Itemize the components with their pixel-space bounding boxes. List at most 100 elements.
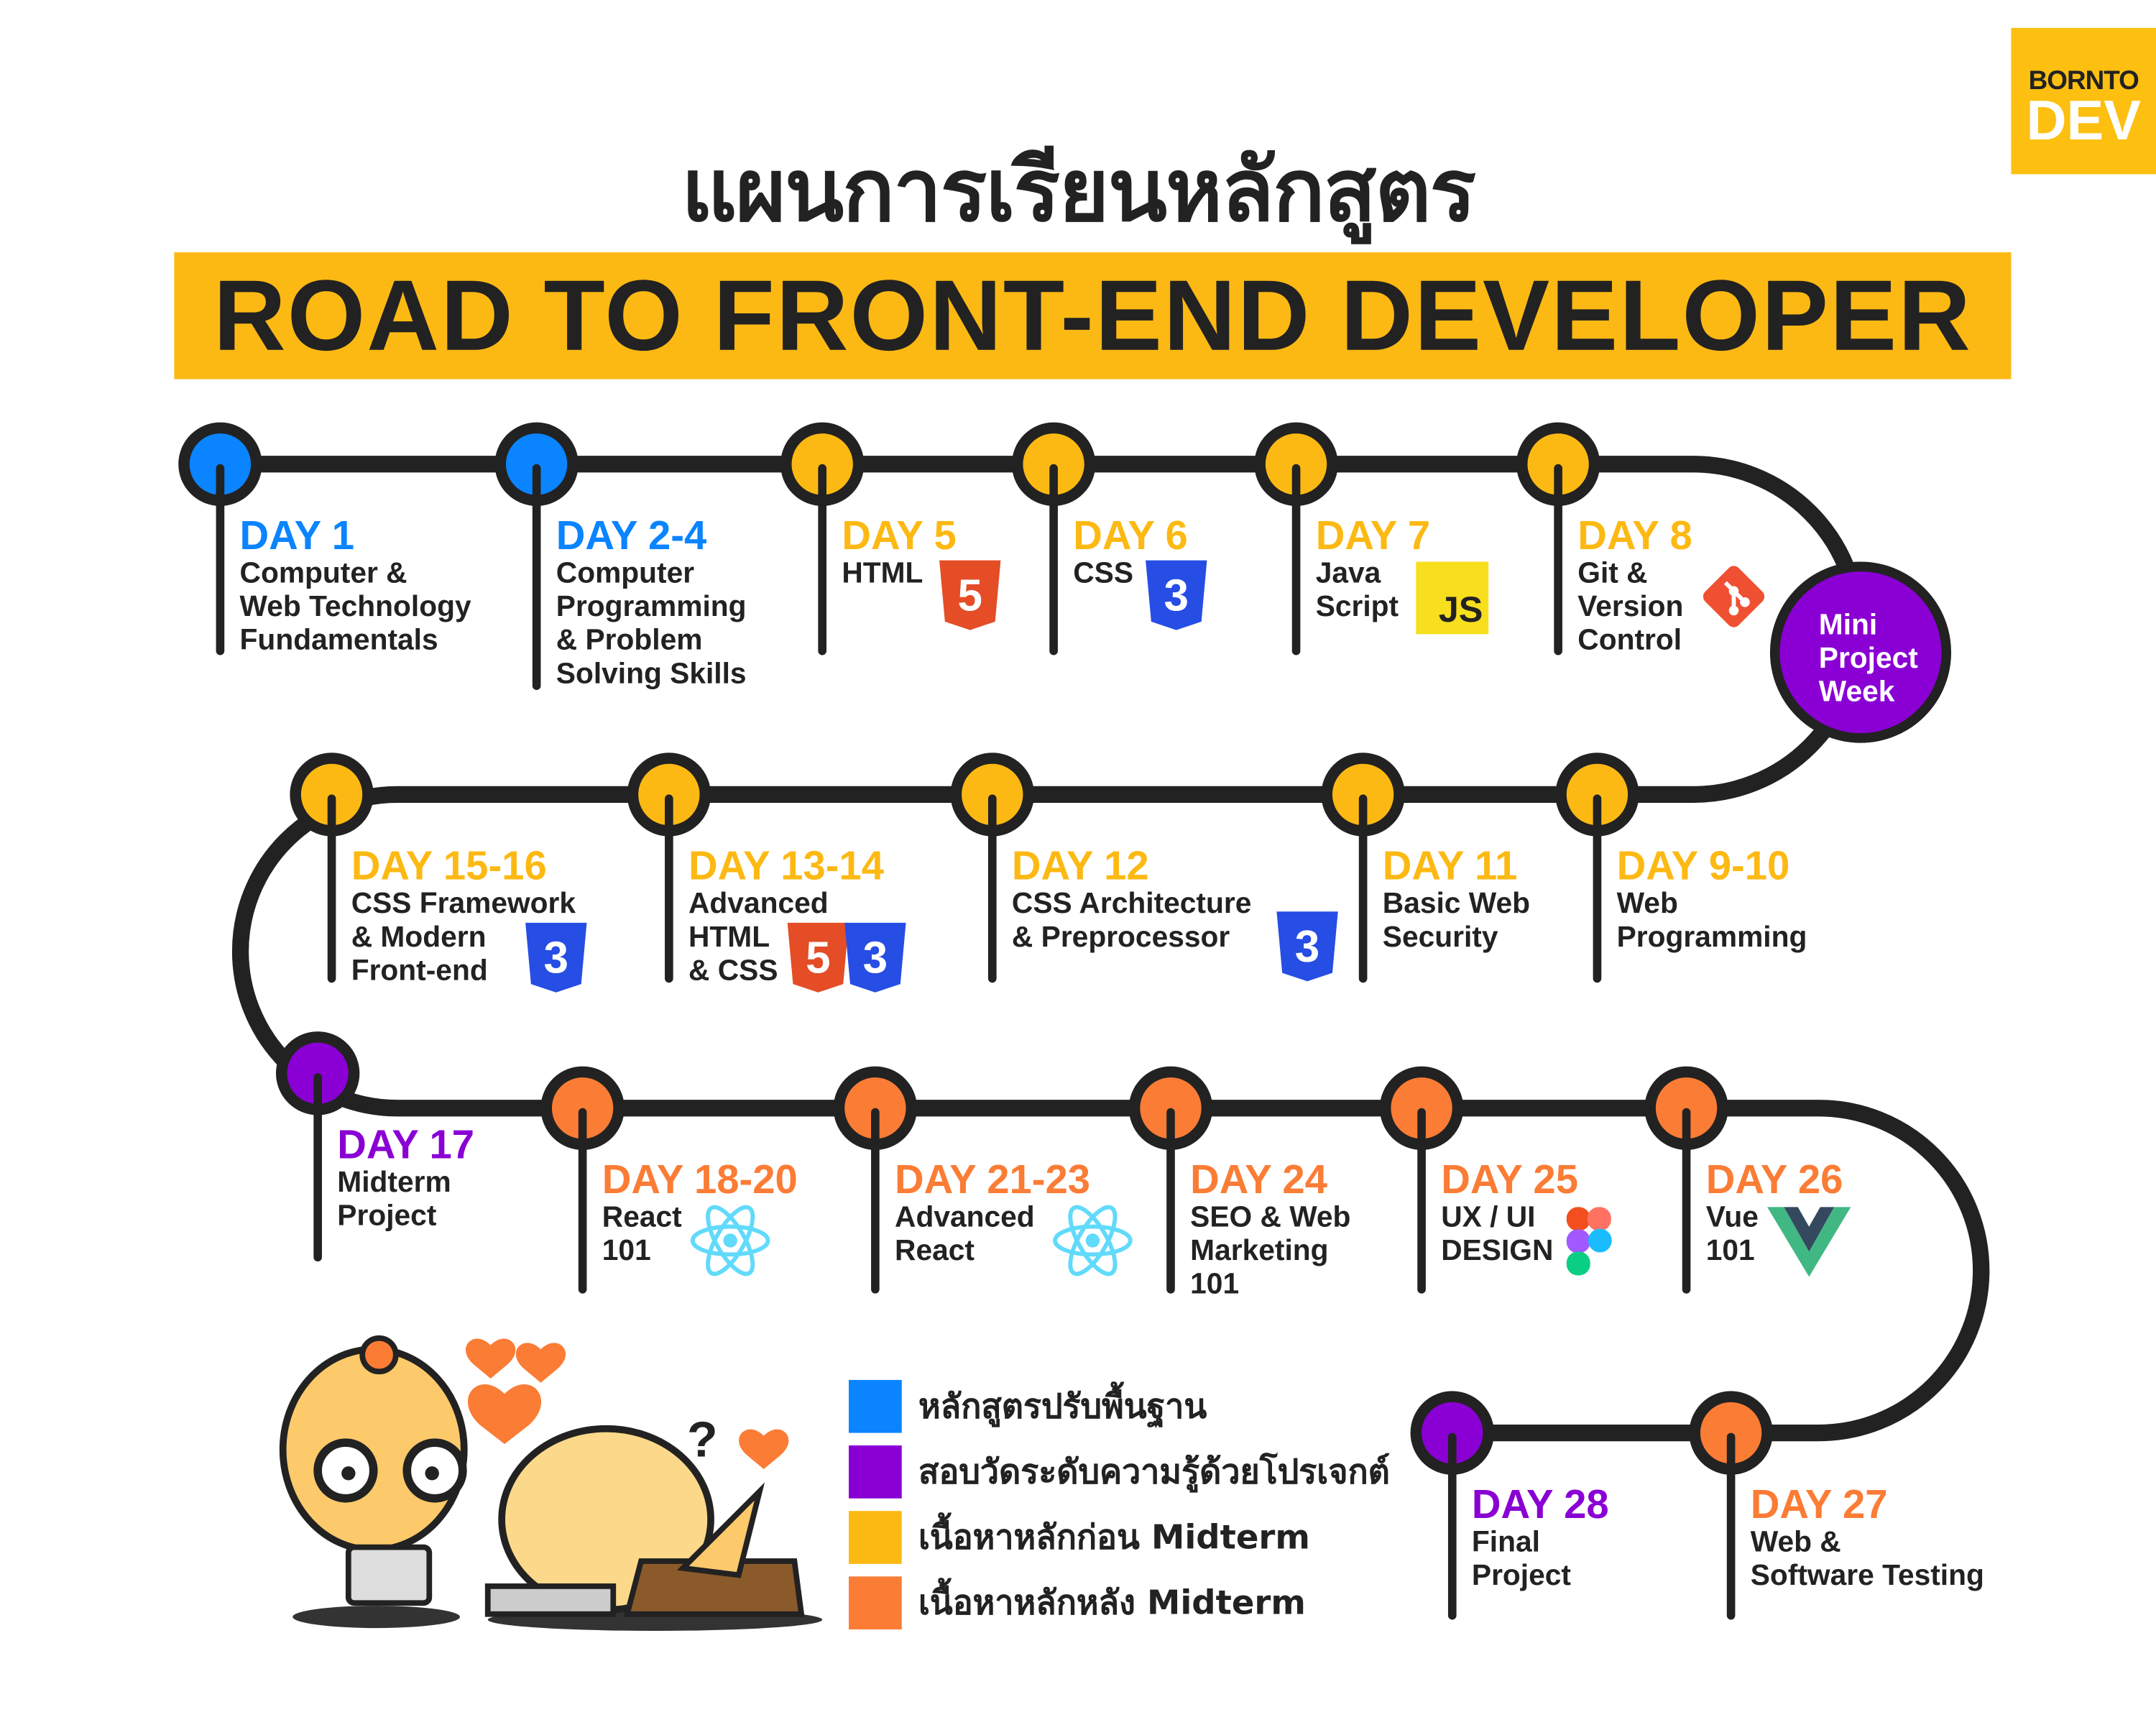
day-topic: Marketing	[1190, 1235, 1329, 1267]
day-label: DAY 17	[337, 1123, 475, 1169]
html5-icon: 5	[936, 558, 1003, 633]
page-title: ROAD TO FRONT-END DEVELOPER	[213, 259, 1972, 372]
day-label: DAY 11	[1382, 845, 1518, 890]
day-topic: Security	[1382, 921, 1498, 954]
day-topic: Front-end	[351, 954, 488, 988]
day-topic: Programming	[1616, 921, 1807, 954]
timeline-stem	[987, 794, 997, 983]
svg-text:5: 5	[806, 934, 831, 983]
timeline-stem	[1682, 1108, 1691, 1294]
day-topic: & Modern	[351, 921, 487, 954]
day-topic: 101	[602, 1235, 651, 1267]
git-icon	[1697, 561, 1770, 633]
day-label: DAY 9-10	[1616, 845, 1790, 890]
svg-text:3: 3	[1295, 922, 1320, 972]
css3-icon: 3	[842, 920, 908, 995]
day-topic: HTML	[688, 921, 770, 954]
legend-item: สอบวัดระดับความรู้ด้วยโปรเจกต์	[849, 1444, 1390, 1499]
legend-swatch	[849, 1445, 902, 1498]
legend-label: เนื้อหาหลักก่อน Midterm	[918, 1517, 1310, 1558]
day-topic: CSS	[1073, 557, 1134, 590]
day-topic: Software Testing	[1750, 1560, 1984, 1592]
timeline-stem	[532, 464, 541, 690]
logo-top-text: BORNTO	[2028, 67, 2139, 96]
day-topic: Midterm	[337, 1167, 451, 1199]
day-topic: Control	[1577, 624, 1682, 657]
timeline-stem	[1417, 1108, 1426, 1294]
mini-project-line: Mini	[1818, 609, 1878, 642]
timeline-stem	[578, 1108, 587, 1294]
legend-label: หลักสูตรปรับพื้นฐาน	[918, 1386, 1207, 1426]
svg-text:5: 5	[957, 571, 982, 620]
day-label: DAY 12	[1011, 845, 1149, 890]
timeline-stem	[871, 1108, 880, 1294]
heart-icon	[739, 1429, 789, 1470]
day-topic: Advanced	[688, 888, 829, 920]
day-topic: Git &	[1577, 557, 1648, 590]
mascot-illustration: ?	[279, 1335, 823, 1631]
day-topic: Web	[1616, 888, 1678, 920]
day-label: DAY 1	[239, 514, 355, 559]
day-topic: CSS Architecture	[1011, 888, 1252, 920]
mini-project-line: Week	[1818, 676, 1895, 709]
legend-swatch	[849, 1379, 902, 1432]
legend-swatch	[849, 1510, 902, 1563]
react-icon	[1051, 1202, 1134, 1280]
javascript-icon: JS	[1416, 561, 1489, 635]
svg-text:3: 3	[544, 934, 569, 983]
day-label: DAY 21-23	[895, 1158, 1091, 1203]
day-topic: 101	[1190, 1268, 1240, 1301]
day-topic: React	[895, 1235, 975, 1267]
css3-icon: 3	[1274, 908, 1341, 984]
svg-text:?: ?	[687, 1412, 718, 1468]
day-label: DAY 8	[1577, 514, 1692, 559]
day-topic: Web &	[1750, 1526, 1841, 1559]
day-topic: Computer &	[239, 557, 407, 590]
borntodev-logo: BORNTO DEV	[2011, 27, 2156, 175]
legend-item: หลักสูตรปรับพื้นฐาน	[849, 1379, 1207, 1433]
day-label: DAY 25	[1441, 1158, 1578, 1203]
legend-item: เนื้อหาหลักหลัง Midterm	[849, 1575, 1306, 1629]
day-topic: Solving Skills	[556, 658, 747, 690]
day-topic: & CSS	[688, 954, 778, 988]
legend-swatch	[849, 1576, 902, 1629]
timeline-stem	[1593, 794, 1602, 983]
day-topic: 101	[1705, 1235, 1755, 1267]
timeline-stem	[1358, 794, 1368, 983]
timeline-stem	[1166, 1108, 1175, 1294]
day-topic: React	[602, 1201, 682, 1234]
title-banner: ROAD TO FRONT-END DEVELOPER	[174, 252, 2012, 380]
legend-item: เนื้อหาหลักก่อน Midterm	[849, 1509, 1310, 1564]
timeline-stem	[216, 464, 225, 656]
day-label: DAY 7	[1315, 514, 1431, 559]
day-topic: Version	[1577, 591, 1684, 623]
day-label: DAY 15-16	[351, 845, 547, 890]
day-label: DAY 18-20	[602, 1158, 798, 1203]
timeline-stem	[1726, 1432, 1736, 1620]
css3-icon: 3	[522, 920, 589, 995]
legend-label: เนื้อหาหลักหลัง Midterm	[918, 1583, 1306, 1623]
day-label: DAY 6	[1073, 514, 1188, 559]
day-topic: CSS Framework	[351, 888, 576, 920]
timeline-stem	[1049, 464, 1058, 656]
day-topic: Project	[1471, 1560, 1571, 1592]
day-topic: SEO & Web	[1190, 1201, 1351, 1234]
day-label: DAY 5	[842, 514, 957, 559]
day-topic: & Problem	[556, 624, 703, 657]
day-label: DAY 2-4	[556, 514, 707, 559]
